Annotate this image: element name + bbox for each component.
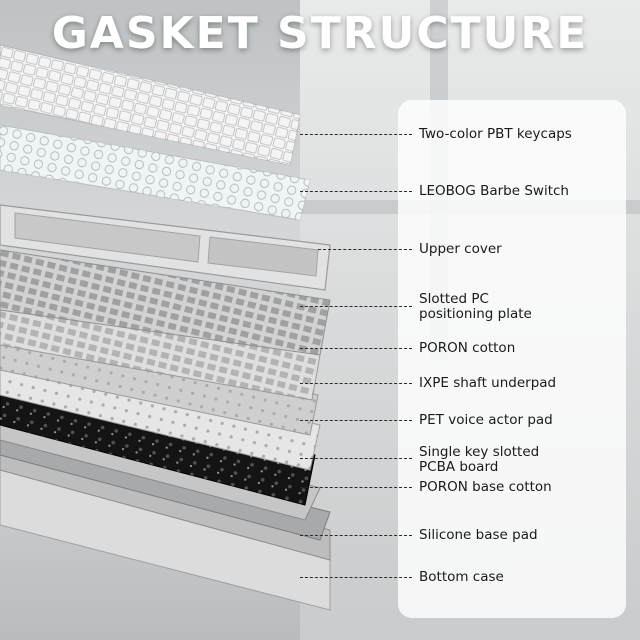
label-line: Upper cover <box>419 241 502 257</box>
label-poron-base: PORON base cotton <box>419 480 552 495</box>
label-line: PORON base cotton <box>419 479 552 495</box>
poron-cotton-slots <box>0 300 320 400</box>
label-poron-cotton: PORON cotton <box>419 341 515 356</box>
label-pet-pad: PET voice actor pad <box>419 413 553 428</box>
label-line: PORON cotton <box>419 340 516 356</box>
label-upper-cover: Upper cover <box>419 242 502 257</box>
label-line: IXPE shaft underpad <box>419 375 557 391</box>
page-title: GASKET STRUCTURE <box>51 8 589 59</box>
plate-slots <box>0 250 330 355</box>
label-positioning-plate: Slotted PC positioning plate <box>419 292 532 322</box>
label-keycaps: Two-color PBT keycaps <box>419 127 572 142</box>
leader-poron-base <box>300 487 412 488</box>
label-line: Single key slotted <box>419 444 540 460</box>
leader-keycaps <box>300 134 412 135</box>
leader-upper-cover <box>318 249 412 250</box>
label-line: Two-color PBT keycaps <box>419 126 572 142</box>
label-line: Bottom case <box>419 569 504 585</box>
leader-silicone-pad <box>300 535 412 536</box>
label-silicone-pad: Silicone base pad <box>419 528 538 543</box>
leader-positioning-plate <box>300 306 412 307</box>
label-line: PCBA board <box>419 459 499 475</box>
leader-ixpe <box>300 383 412 384</box>
label-pcba: Single key slotted PCBA board <box>419 445 539 475</box>
leader-poron-cotton <box>300 348 412 349</box>
label-line: Slotted PC <box>419 291 489 307</box>
label-bottom-case: Bottom case <box>419 570 504 585</box>
leader-switch <box>300 191 412 192</box>
leader-pet-pad <box>300 420 412 421</box>
leader-bottom-case <box>300 577 412 578</box>
label-line: LEOBOG Barbe Switch <box>419 183 569 199</box>
upper-cover-opening-right <box>207 236 319 277</box>
switch-array <box>0 125 310 220</box>
label-ixpe: IXPE shaft underpad <box>419 376 556 391</box>
keycap-array <box>0 45 300 165</box>
label-panel <box>398 100 626 618</box>
upper-cover-opening-left <box>14 212 201 263</box>
label-line: positioning plate <box>419 306 532 322</box>
label-line: PET voice actor pad <box>419 412 553 428</box>
leader-pcba <box>300 458 412 459</box>
label-switch: LEOBOG Barbe Switch <box>419 184 569 199</box>
label-line: Silicone base pad <box>419 527 538 543</box>
